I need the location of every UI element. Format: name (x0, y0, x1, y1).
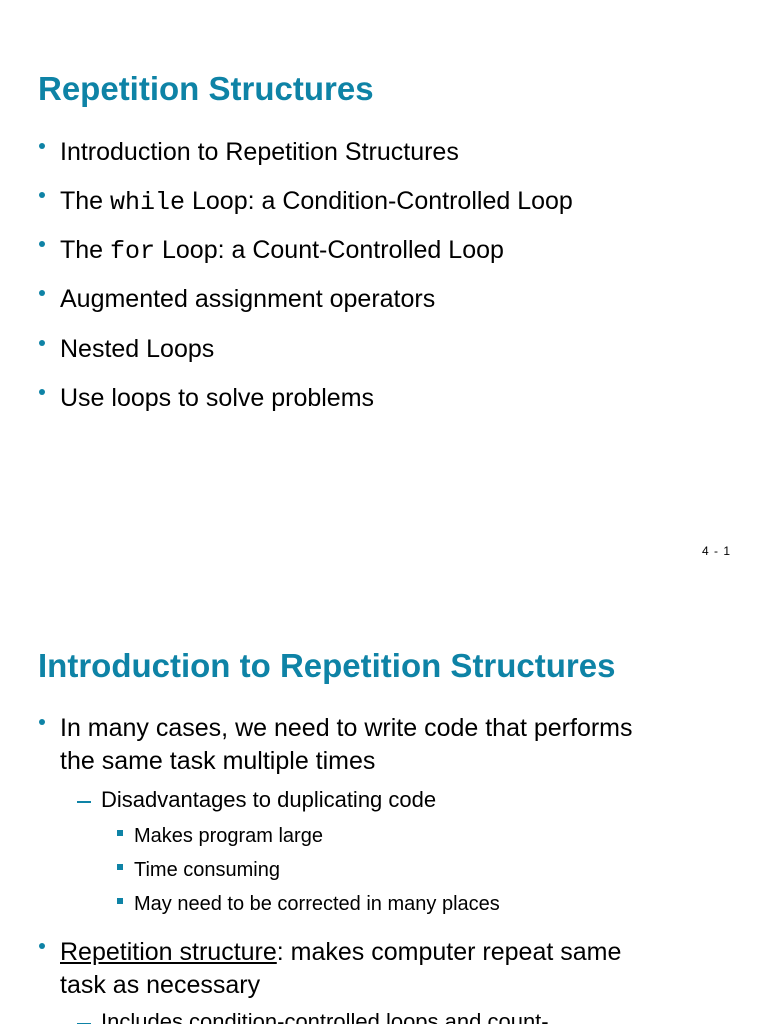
sub-sub-bullet-item: May need to be corrected in many places (117, 891, 500, 917)
bullet-text: The (60, 187, 111, 215)
bullet-text-continued: task as necessary (60, 971, 261, 999)
bullet-item: The for Loop: a Count-Controlled Loop (39, 234, 504, 268)
sub-bullet-item: Disadvantages to duplicating code (76, 786, 437, 814)
bullet-item: The while Loop: a Condition-Controlled L… (39, 185, 573, 219)
slide-1: Repetition Structures Introduction to Re… (38, 70, 732, 558)
bullet-text: : makes computer repeat same (276, 938, 622, 966)
bullet-item: In many cases, we need to write code tha… (39, 712, 633, 778)
sub-sub-bullet-item: Makes program large (117, 823, 323, 849)
sub-bullet-text: Disadvantages to duplicating code (101, 787, 437, 812)
code-keyword: while (110, 188, 186, 217)
bullet-item: Augmented assignment operators (38, 283, 436, 316)
bullet-text: Nested Loops (60, 335, 215, 363)
bullet-text-continued: the same task multiple times (60, 747, 376, 775)
bullet-text: Loop: a Condition-Controlled Loop (185, 187, 573, 215)
bullet-item: Introduction to Repetition Structures (39, 136, 459, 169)
sub-sub-bullet-item: Time consuming (117, 857, 280, 883)
slide-title: Introduction to Repetition Structures (38, 647, 616, 684)
sub-sub-bullet-text: Makes program large (134, 825, 323, 847)
sub-bullet-item: Includes condition-controlled loops and … (77, 1008, 549, 1024)
defined-term: Repetition structure (60, 938, 277, 966)
slide-title: Repetition Structures (38, 70, 374, 107)
bullet-item: Nested Loops (38, 333, 215, 366)
page-number: 4 - 1 (702, 544, 732, 558)
bullet-item: Repetition structure: makes computer rep… (38, 936, 622, 1002)
sub-sub-bullet-text: Time consuming (134, 859, 280, 881)
bullet-text: Augmented assignment operators (60, 285, 436, 313)
bullet-text: In many cases, we need to write code tha… (60, 714, 633, 742)
slide-2: Introduction to Repetition Structures In… (0, 576, 768, 1024)
bullet-text: Introduction to Repetition Structures (60, 138, 459, 166)
sub-bullet-text: Includes condition-controlled loops and … (101, 1009, 549, 1024)
bullet-item: Use loops to solve problems (38, 382, 375, 415)
bullet-text: The (60, 236, 111, 264)
code-keyword: for (110, 237, 156, 266)
sub-sub-bullet-text: May need to be corrected in many places (134, 893, 500, 915)
bullet-text: Use loops to solve problems (60, 384, 375, 412)
bullet-text: Loop: a Count-Controlled Loop (155, 236, 504, 264)
